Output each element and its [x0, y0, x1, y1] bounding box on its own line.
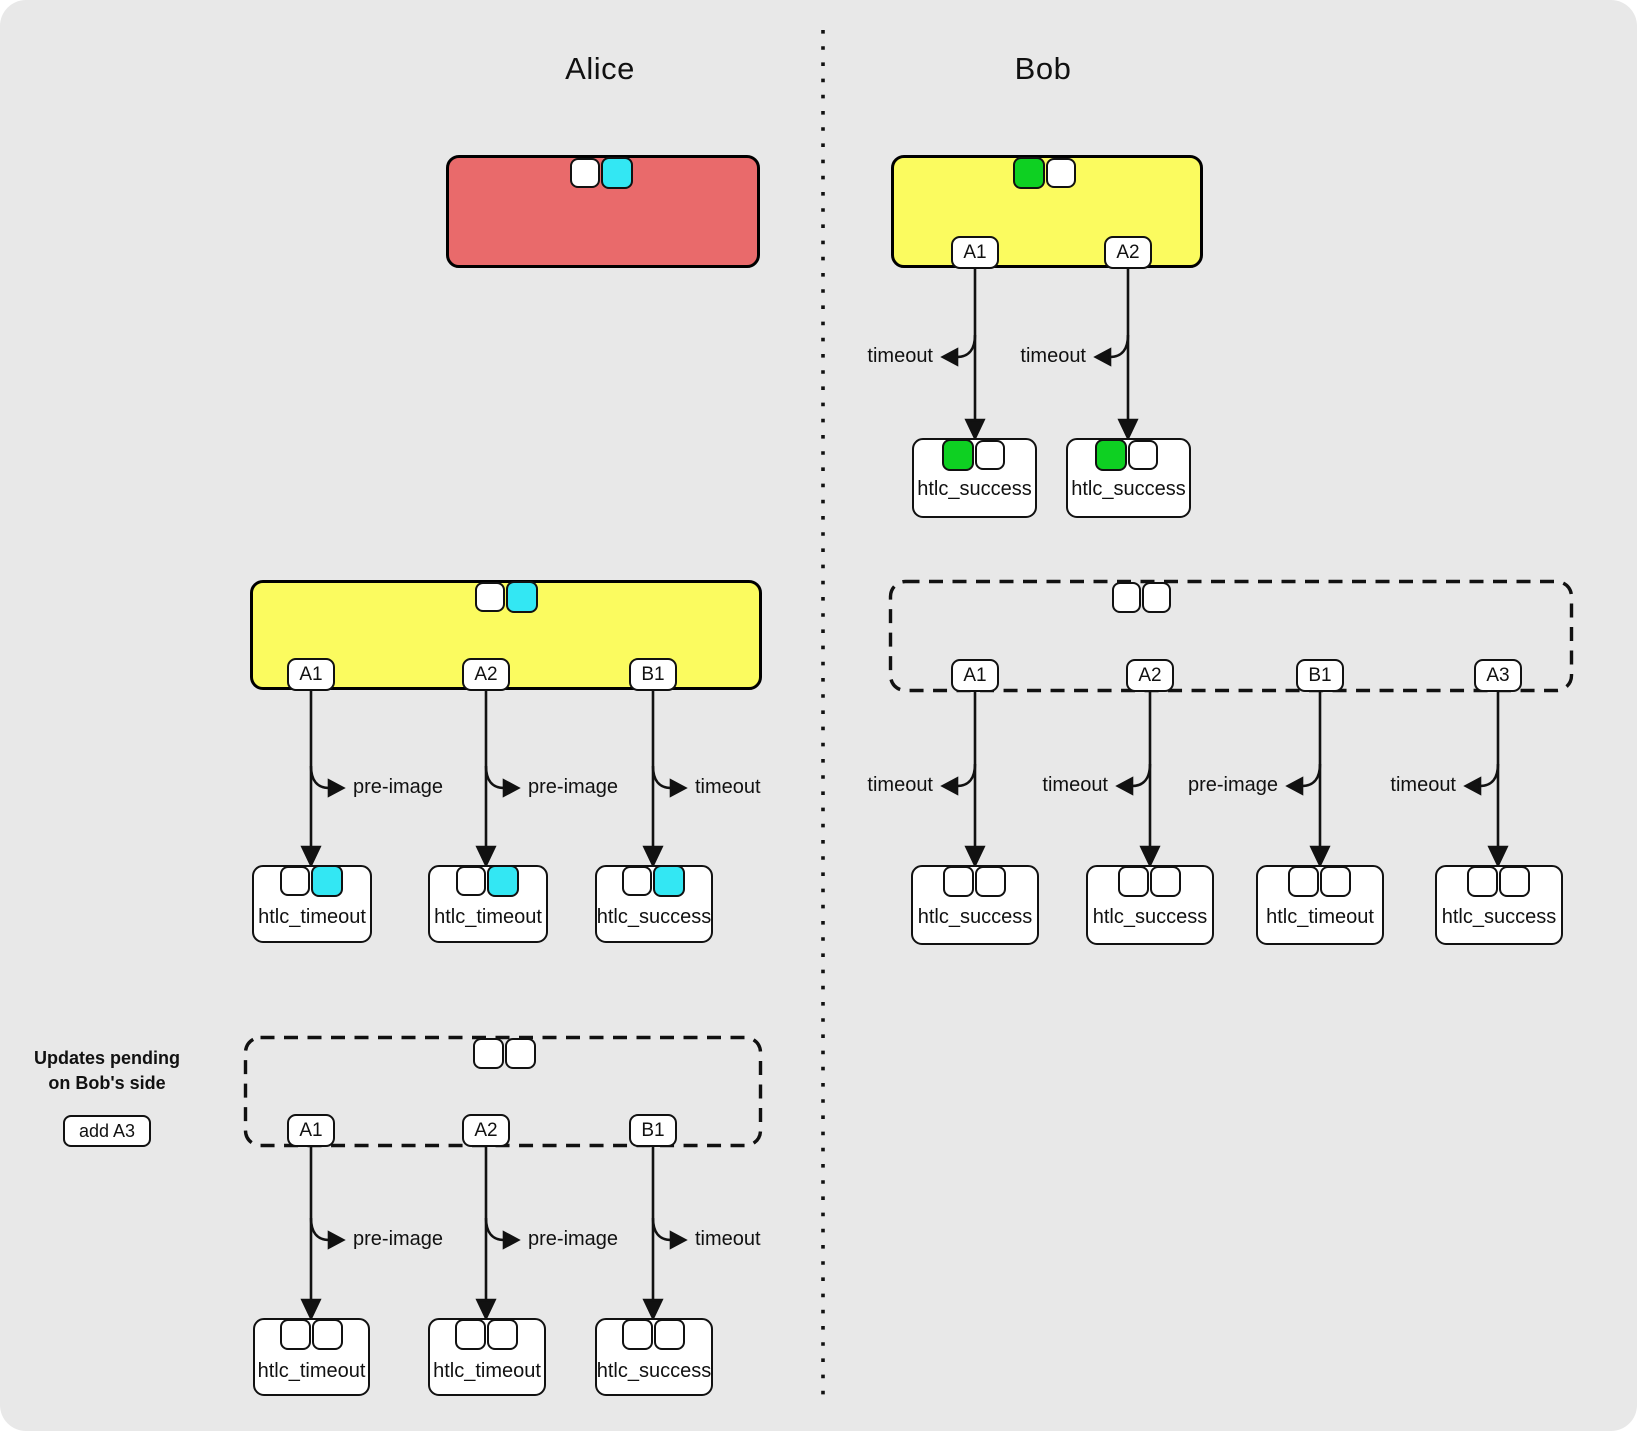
htlc-box-label: htlc_success	[1441, 906, 1557, 928]
chip-white	[455, 1319, 486, 1350]
pending-note-line1: Updates pending	[33, 1048, 180, 1068]
chip-green	[1013, 157, 1045, 189]
chip-white	[1128, 440, 1158, 470]
chip-white	[505, 1038, 536, 1069]
arrow-bob-pending-b1	[1285, 692, 1331, 869]
branch-label: pre-image	[1187, 774, 1278, 796]
htlc-box-label: htlc_success	[917, 906, 1033, 928]
add-a3-button[interactable]: add A3	[63, 1115, 151, 1147]
htlc-box-label: htlc_success	[596, 906, 712, 928]
chip-white	[487, 1319, 518, 1350]
htlc-box	[912, 438, 1037, 518]
alice-column-title: Alice	[565, 51, 635, 86]
arrow-bob-pending-a3	[1463, 692, 1509, 869]
branch-label: timeout	[1042, 774, 1108, 796]
branch-label: pre-image	[353, 776, 444, 798]
htlc-box-label: htlc_timeout	[258, 906, 366, 928]
chip-white	[1112, 582, 1141, 613]
arrow-alice-pending-a2	[475, 1147, 521, 1322]
chip-white	[1499, 866, 1530, 897]
chip-white	[1046, 158, 1076, 188]
chip-cyan	[311, 865, 343, 897]
tab-bob-current-a2: A2	[1104, 236, 1152, 269]
bob-column-title: Bob	[1014, 51, 1072, 86]
chip-cyan	[506, 581, 538, 613]
branch-label: pre-image	[353, 1228, 444, 1250]
chip-white	[1467, 866, 1498, 897]
arrow-bob-pending-a1	[940, 692, 986, 869]
chip-white	[456, 866, 486, 896]
branch-label: timeout	[1020, 345, 1086, 367]
htlc-box-label: htlc_timeout	[257, 1360, 366, 1382]
htlc-box-label: htlc_success	[917, 478, 1032, 500]
chip-cyan	[653, 865, 685, 897]
tab-bob-pending-a1: A1	[951, 659, 999, 692]
tab-bob-current-a1: A1	[951, 236, 999, 269]
branch-label: pre-image	[528, 1228, 619, 1250]
chip-white	[975, 440, 1005, 470]
htlc-box-label: htlc_timeout	[1266, 906, 1374, 928]
arrow-bob-current-a1	[940, 268, 986, 442]
chip-green	[942, 439, 974, 471]
pending-note: Updates pending on Bob's side	[12, 1046, 202, 1096]
chip-cyan	[487, 865, 519, 897]
chip-white	[280, 866, 310, 896]
tab-bob-pending-a2: A2	[1126, 659, 1174, 692]
chip-white	[943, 866, 974, 897]
chip-white	[622, 866, 652, 896]
tab-alice-pending-b1: B1	[629, 1114, 677, 1147]
htlc-box-label: htlc_success	[1092, 906, 1208, 928]
htlc-box-label: htlc_timeout	[433, 1360, 541, 1382]
chip-white	[1150, 866, 1181, 897]
chip-white	[570, 158, 600, 188]
arrow-alice-pending-a1	[300, 1147, 346, 1322]
chip-white	[1320, 866, 1351, 897]
arrow-alice-current-a2	[475, 690, 521, 869]
chip-white	[975, 866, 1006, 897]
pending-note-line2: on Bob's side	[48, 1073, 166, 1093]
htlc-box-label: htlc_success	[1071, 478, 1186, 500]
chip-white	[475, 582, 505, 612]
chip-white	[473, 1038, 504, 1069]
branch-label: timeout	[867, 774, 933, 796]
branch-label: timeout	[695, 1228, 761, 1250]
tab-alice-current-a2: A2	[462, 658, 510, 691]
bob-pending-commitment-box	[888, 579, 1574, 693]
tab-bob-pending-b1: B1	[1296, 659, 1344, 692]
chip-white	[312, 1319, 343, 1350]
chip-white	[622, 1319, 653, 1350]
branch-label: pre-image	[528, 776, 619, 798]
arrow-alice-current-b1	[642, 690, 688, 869]
chip-white	[1142, 582, 1171, 613]
htlc-box-label: htlc_timeout	[434, 906, 542, 928]
chip-white	[1118, 866, 1149, 897]
branch-label: timeout	[1390, 774, 1456, 796]
chip-white	[280, 1319, 311, 1350]
branch-label: timeout	[867, 345, 933, 367]
tab-alice-current-a1: A1	[287, 658, 335, 691]
tab-alice-current-b1: B1	[629, 658, 677, 691]
chip-cyan	[601, 157, 633, 189]
chip-white	[1288, 866, 1319, 897]
tab-bob-pending-a3: A3	[1474, 659, 1522, 692]
chip-green	[1095, 439, 1127, 471]
branch-label: timeout	[695, 776, 761, 798]
chip-white	[654, 1319, 685, 1350]
tab-alice-pending-a1: A1	[287, 1114, 335, 1147]
arrow-bob-current-a2	[1093, 268, 1139, 442]
arrow-alice-pending-b1	[642, 1147, 688, 1322]
htlc-box-label: htlc_success	[596, 1360, 712, 1382]
arrow-bob-pending-a2	[1115, 692, 1161, 869]
htlc-box	[253, 1318, 370, 1396]
tab-alice-pending-a2: A2	[462, 1114, 510, 1147]
arrow-alice-current-a1	[300, 690, 346, 869]
